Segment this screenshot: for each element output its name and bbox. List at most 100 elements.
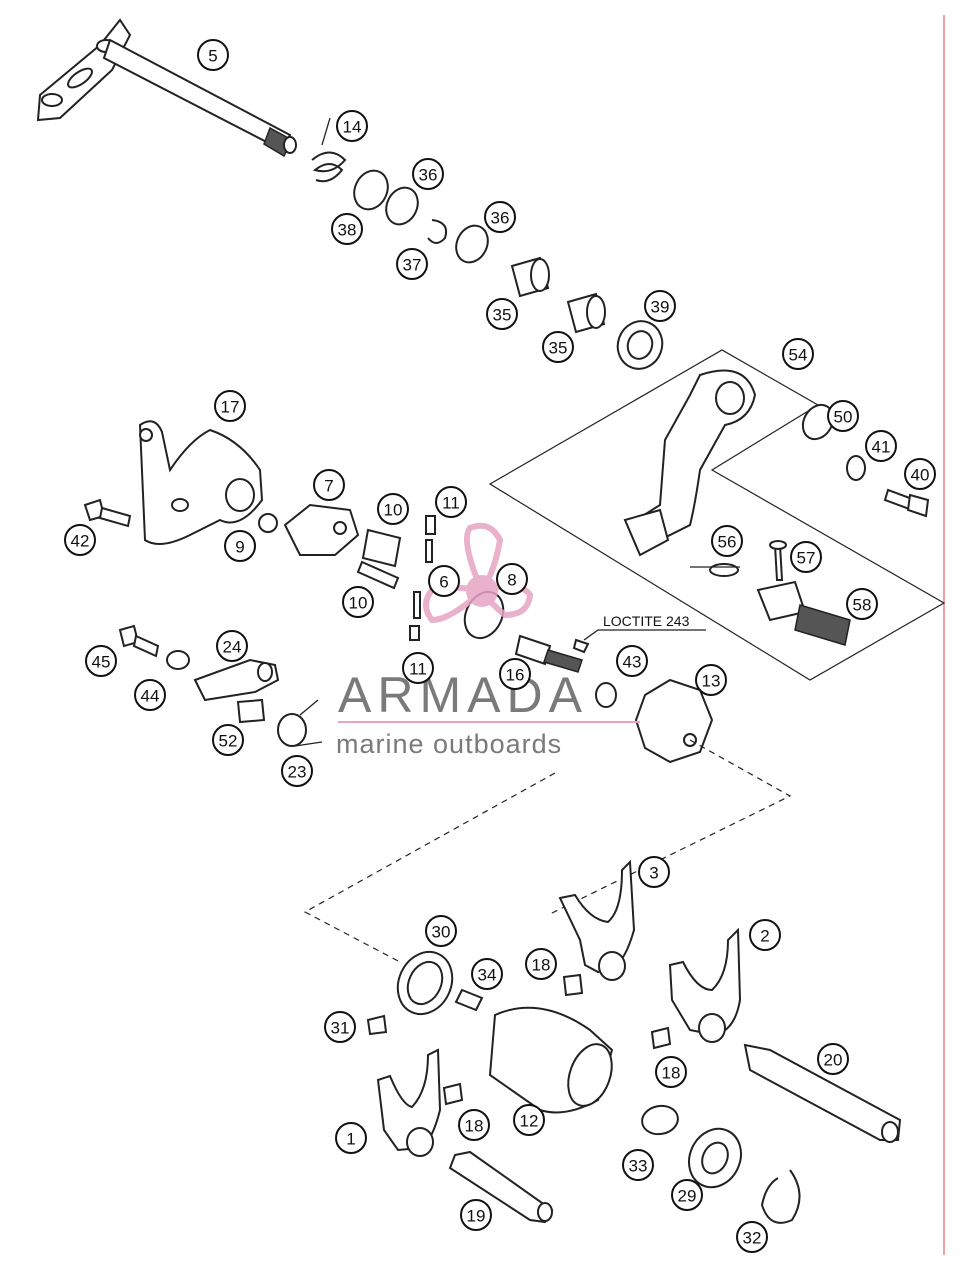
- part-nut-9: [258, 513, 278, 533]
- callout-number: 18: [465, 1117, 484, 1136]
- part-bolt-42: [83, 498, 132, 528]
- loctite-note-label: LOCTITE 243: [603, 613, 690, 629]
- part-washer-38: [353, 169, 389, 211]
- callout-number: 20: [824, 1051, 843, 1070]
- part-spring-56: [690, 563, 740, 577]
- callout-circle: [335, 1122, 367, 1154]
- callout-6: 6: [428, 565, 460, 597]
- callout-33: 33: [622, 1149, 654, 1181]
- callout-circle: [846, 588, 878, 620]
- part-screw-43: [572, 638, 590, 654]
- part-washer-33: [641, 1104, 679, 1136]
- part-footpeg-58: [756, 580, 851, 646]
- callout-17: 17: [214, 390, 246, 422]
- callout-number: 5: [208, 47, 217, 66]
- callout-18: 18: [458, 1109, 490, 1141]
- callout-number: 36: [491, 209, 510, 228]
- callout-24: 24: [216, 630, 248, 662]
- part-pin-57: [769, 540, 787, 581]
- callout-circle: [396, 248, 428, 280]
- callout-circle: [224, 530, 256, 562]
- callout-number: 40: [911, 466, 930, 485]
- callout-number: 18: [662, 1064, 681, 1083]
- part-shift-pin-16: [514, 634, 583, 673]
- watermark-brand: ARMADA: [338, 667, 588, 723]
- callout-18: 18: [655, 1056, 687, 1088]
- part-pin-34: [454, 988, 484, 1012]
- callout-circle: [525, 948, 557, 980]
- callout-1: 1: [335, 1122, 367, 1154]
- callout-39: 39: [644, 290, 676, 322]
- part-roller-18b: [650, 1026, 672, 1050]
- callout-number: 35: [549, 339, 568, 358]
- part-spring-14: [311, 117, 347, 183]
- callout-circle: [428, 565, 460, 597]
- callout-number: 10: [349, 594, 368, 613]
- callout-circle: [458, 1109, 490, 1141]
- part-roller-18a: [562, 973, 584, 997]
- part-block-10: [361, 528, 402, 568]
- part-shift-lever-54: [623, 369, 757, 557]
- callout-circle: [638, 856, 670, 888]
- callout-circle: [655, 1056, 687, 1088]
- callout-number: 33: [629, 1157, 648, 1176]
- callout-circle: [782, 338, 814, 370]
- callout-44: 44: [134, 679, 166, 711]
- callout-35: 35: [486, 298, 518, 330]
- part-washer-50: [801, 403, 835, 441]
- part-spring-23: [277, 699, 323, 747]
- callout-number: 24: [223, 638, 242, 657]
- dashed-guide-upper: [547, 739, 792, 916]
- callout-52: 52: [212, 724, 244, 756]
- callout-number: 6: [439, 573, 448, 592]
- callout-circle: [790, 541, 822, 573]
- callout-circle: [460, 1199, 492, 1231]
- callout-31: 31: [324, 1011, 356, 1043]
- callout-circle: [471, 958, 503, 990]
- part-bolt-40: [883, 488, 930, 518]
- callout-number: 39: [651, 298, 670, 317]
- callout-number: 35: [493, 306, 512, 325]
- callout-number: 2: [760, 927, 769, 946]
- callout-circle: [542, 331, 574, 363]
- part-locking-lever-24: [193, 658, 280, 702]
- callout-circle: [214, 390, 246, 422]
- callout-34: 34: [471, 958, 503, 990]
- callout-number: 38: [338, 221, 357, 240]
- part-shift-fork-1: [376, 1048, 442, 1157]
- callout-38: 38: [331, 213, 363, 245]
- callout-3: 3: [638, 856, 670, 888]
- callout-number: 57: [797, 549, 816, 568]
- part-sleeve-11b: [409, 625, 420, 641]
- part-screw-31: [366, 1014, 388, 1036]
- callout-number: 56: [718, 533, 737, 552]
- part-shift-quadrant-7: [283, 503, 360, 556]
- callout-7: 7: [313, 469, 345, 501]
- callout-number: 14: [343, 118, 362, 137]
- callout-circle: [484, 201, 516, 233]
- part-sleeve-11a: [425, 515, 436, 535]
- callout-circle: [134, 679, 166, 711]
- callout-57: 57: [790, 541, 822, 573]
- callout-number: 11: [442, 494, 460, 513]
- callout-circle: [216, 630, 248, 662]
- callout-circle: [64, 524, 96, 556]
- part-seal-39: [616, 320, 664, 370]
- callout-circle: [281, 755, 313, 787]
- callout-circle: [817, 1043, 849, 1075]
- callout-58: 58: [846, 588, 878, 620]
- part-washer-36a: [385, 186, 419, 226]
- callout-56: 56: [711, 525, 743, 557]
- callout-23: 23: [281, 755, 313, 787]
- dashed-guide-lower: [303, 772, 556, 963]
- part-circlip-32: [760, 1169, 801, 1224]
- part-shift-star-13: [634, 678, 714, 764]
- callout-circle: [412, 158, 444, 190]
- part-washer-41: [846, 455, 866, 481]
- callout-13: 13: [695, 664, 727, 696]
- callout-circle: [486, 298, 518, 330]
- callout-circle: [513, 1104, 545, 1136]
- callout-number: 10: [384, 501, 403, 520]
- callout-37: 37: [396, 248, 428, 280]
